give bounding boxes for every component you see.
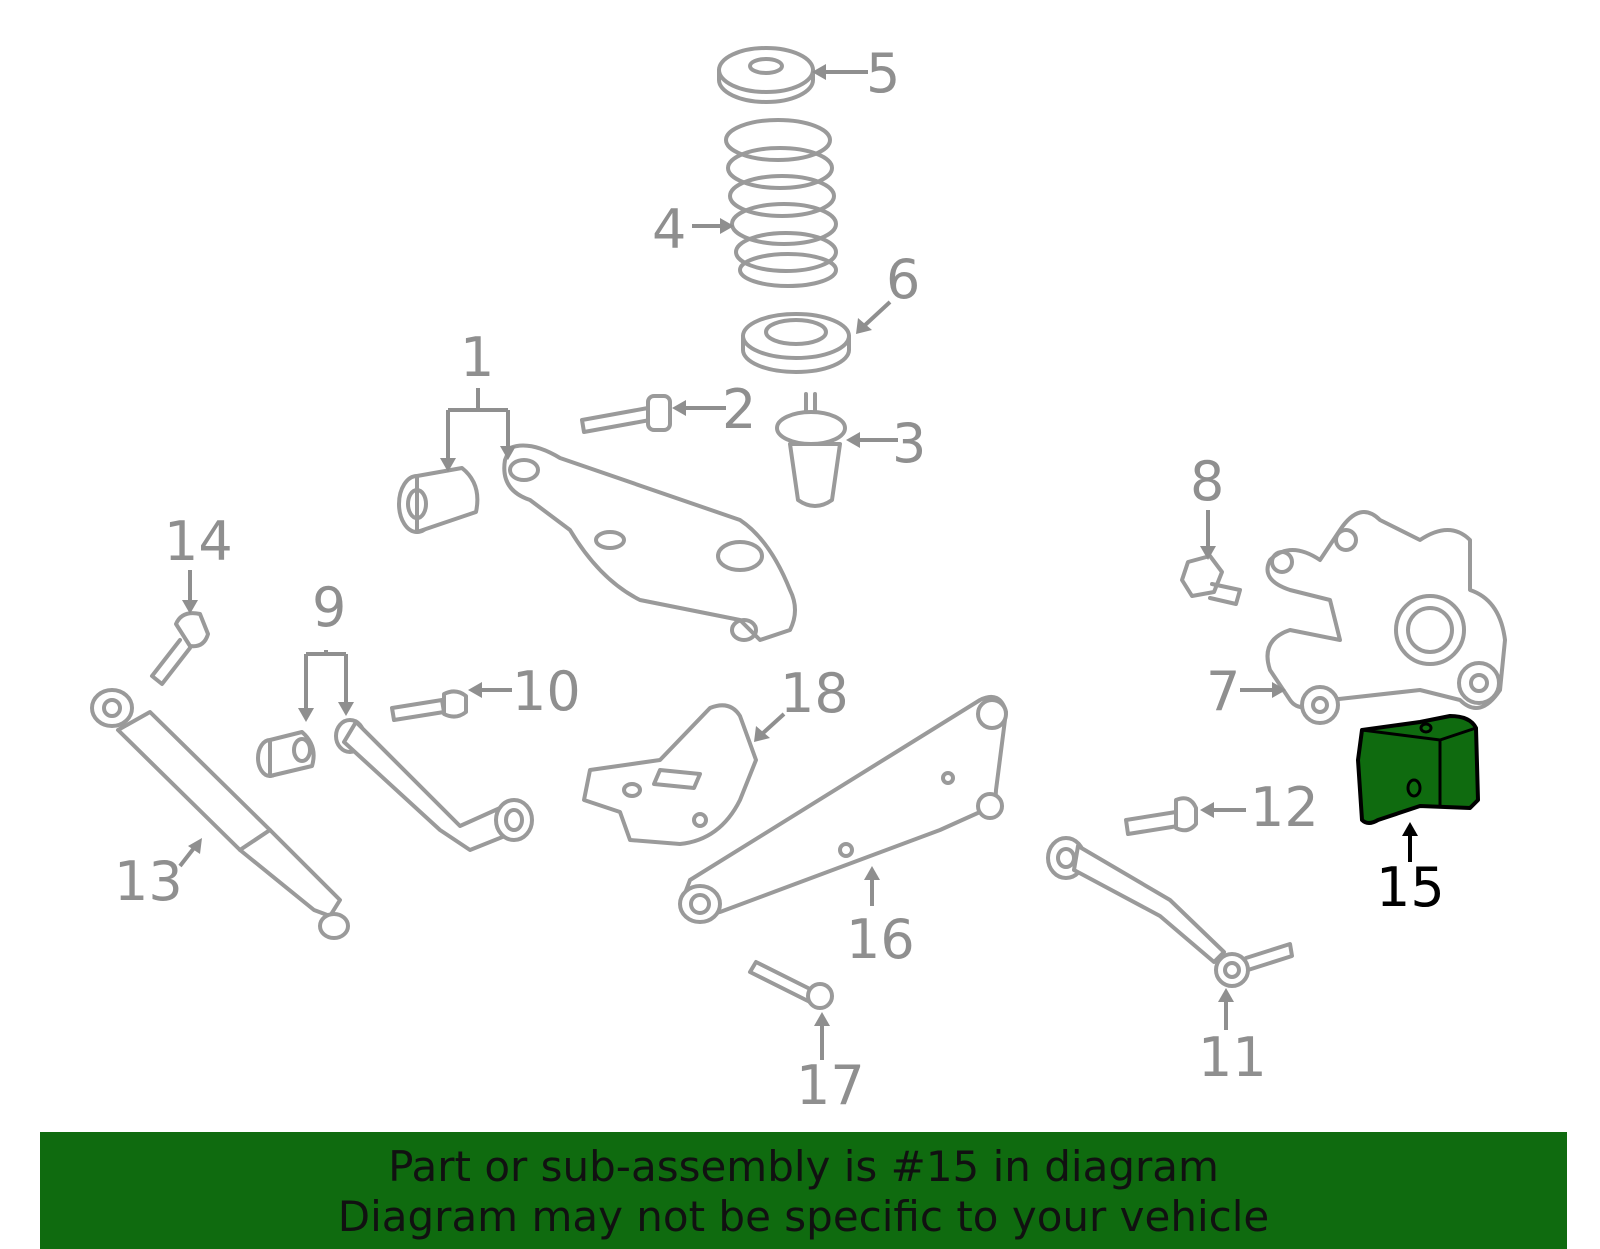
callout-9: 9 — [312, 576, 346, 639]
part-12-bolt[interactable] — [1124, 796, 1198, 836]
leader-13 — [178, 838, 202, 868]
part-18-bracket[interactable] — [582, 703, 758, 846]
part-4-coil-spring[interactable] — [724, 118, 838, 288]
leader-14 — [182, 570, 198, 614]
callout-4: 4 — [652, 198, 686, 261]
part-15-bracket-highlighted[interactable] — [1356, 714, 1480, 825]
leader-8 — [1200, 510, 1216, 560]
part-1-upper-arm[interactable] — [502, 443, 797, 642]
callout-15: 15 — [1376, 856, 1445, 919]
part-17-bolt[interactable] — [748, 960, 834, 1010]
leader-10 — [468, 682, 512, 698]
info-banner: Part or sub-assembly is #15 in diagram D… — [40, 1132, 1567, 1249]
leader-12 — [1200, 802, 1246, 818]
leader-16 — [864, 866, 880, 906]
callout-12: 12 — [1250, 776, 1319, 839]
part-2-bolt[interactable] — [580, 394, 672, 434]
part-7-knuckle[interactable] — [1265, 510, 1507, 725]
part-6-lower-seat[interactable] — [741, 312, 851, 374]
callout-7: 7 — [1206, 660, 1240, 723]
callout-13: 13 — [114, 850, 183, 913]
callout-16: 16 — [846, 908, 915, 971]
part-16-lower-arm[interactable] — [678, 695, 1008, 924]
leader-4 — [692, 218, 734, 234]
part-3-bump-stop[interactable] — [775, 392, 847, 508]
leader-6 — [856, 300, 892, 334]
leader-1 — [440, 388, 516, 472]
part-13-shock-absorber[interactable] — [90, 688, 350, 940]
callout-2: 2 — [722, 378, 756, 441]
callout-11: 11 — [1198, 1026, 1267, 1089]
part-9-lateral-link[interactable] — [334, 718, 534, 852]
callout-6: 6 — [886, 248, 920, 311]
leader-17 — [814, 1012, 830, 1060]
callout-17: 17 — [796, 1054, 865, 1117]
callout-1: 1 — [460, 326, 494, 389]
callout-18: 18 — [780, 662, 849, 725]
callout-14: 14 — [164, 510, 233, 573]
part-1-bushing[interactable] — [397, 466, 480, 534]
banner-line-1: Part or sub-assembly is #15 in diagram — [388, 1142, 1219, 1191]
leader-7 — [1240, 682, 1286, 698]
leader-3 — [846, 432, 898, 448]
callout-10: 10 — [512, 660, 581, 723]
part-11-toe-link[interactable] — [1046, 836, 1294, 988]
callout-3: 3 — [892, 412, 926, 475]
part-14-bolt[interactable] — [150, 611, 210, 686]
part-9-bushing[interactable] — [256, 730, 316, 778]
banner-line-2: Diagram may not be specific to your vehi… — [337, 1192, 1270, 1241]
leader-18 — [754, 712, 786, 742]
callout-5: 5 — [866, 42, 900, 105]
callout-8: 8 — [1190, 450, 1224, 513]
leader-11 — [1218, 988, 1234, 1030]
part-10-bolt[interactable] — [390, 689, 468, 722]
leader-2 — [672, 400, 726, 416]
part-8-bolt[interactable] — [1180, 554, 1242, 606]
leader-5 — [812, 64, 868, 80]
leader-15 — [1402, 822, 1418, 862]
leader-9 — [298, 650, 354, 722]
part-5-upper-seat[interactable] — [717, 46, 815, 104]
